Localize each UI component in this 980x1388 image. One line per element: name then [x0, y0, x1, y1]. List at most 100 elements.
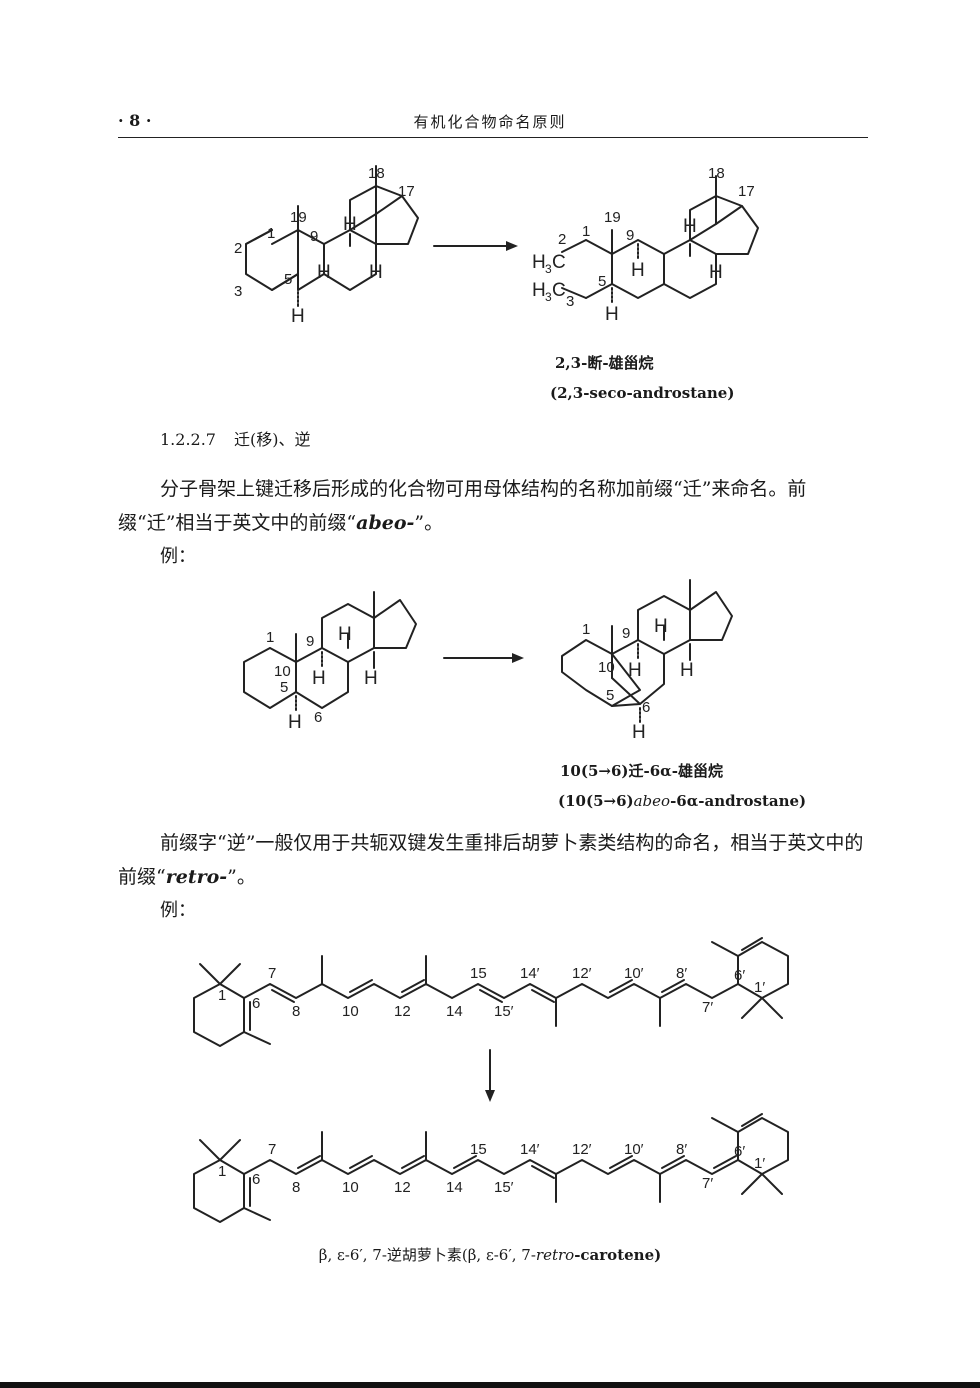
atom-label-6: 6	[252, 1171, 260, 1188]
atom-label-12-prime: 12′	[572, 965, 592, 982]
figure2-caption-en: (10(5→6)abeo-6α-androstane)	[558, 792, 807, 810]
atom-label-14-prime: 14′	[520, 965, 540, 982]
hydrogen-label: H	[343, 214, 357, 235]
atom-label-10-prime: 10′	[624, 965, 644, 982]
abeo-androstane-structure: 1 9 10 5 6 H H H H	[561, 579, 733, 743]
atom-label-8: 8	[292, 1179, 300, 1196]
figure1-caption-cn: 2,3-断-雄甾烷	[555, 354, 654, 372]
hydrogen-label: H	[288, 712, 302, 733]
figure1-caption-en: (2,3-seco-androstane)	[550, 384, 735, 402]
reaction-arrow	[433, 241, 518, 251]
hydrogen-label: H	[709, 262, 723, 283]
hydrogen-label: H	[369, 262, 383, 283]
atom-label-14: 14	[446, 1179, 463, 1196]
atom-label-15: 15	[470, 965, 487, 982]
atom-label-1: 1	[218, 987, 226, 1004]
atom-label-6: 6	[314, 709, 322, 726]
beta-epsilon-carotene-structure: 1 6 7 8 10 12 14 15 15′ 14′ 12′ 10′ 8′ 7…	[193, 937, 789, 1047]
atom-label-7-prime: 7′	[702, 999, 713, 1016]
figure3-caption: β, ε-6′, 7-逆胡萝卜素(β, ε-6′, 7-retro-carote…	[318, 1246, 662, 1264]
running-title: 有机化合物命名原则	[413, 113, 567, 131]
atom-label-15-prime: 15′	[494, 1179, 514, 1196]
atom-label-10: 10	[342, 1179, 359, 1196]
atom-label-9: 9	[622, 625, 630, 642]
atom-label-1-prime: 1′	[754, 1155, 765, 1172]
hydrogen-label: H	[631, 260, 645, 281]
hydrogen-label: H	[338, 624, 352, 645]
atom-label-17: 17	[398, 183, 415, 200]
atom-label-18: 18	[708, 165, 725, 182]
methyl-c-label: C	[552, 280, 566, 301]
section-heading: 1.2.2.7 迁(移)、逆	[160, 426, 310, 450]
figure2-caption-cn: 10(5→6)迁-6α-雄甾烷	[560, 762, 723, 780]
androstane-structure: 18 17 19 1 9 2 3 5 H H H H	[234, 165, 419, 327]
hydrogen-label: H	[680, 660, 694, 681]
atom-label-8-prime: 8′	[676, 1141, 687, 1158]
atom-label-10: 10	[598, 659, 615, 676]
atom-label-6-prime: 6′	[734, 1143, 745, 1160]
example-label: 例：	[160, 900, 196, 921]
atom-label-7-prime: 7′	[702, 1175, 713, 1192]
bottom-border	[0, 1382, 980, 1388]
atom-label-12-prime: 12′	[572, 1141, 592, 1158]
atom-label-1: 1	[266, 629, 274, 646]
androstane-structure: 1 9 10 5 6 H H H H	[243, 591, 417, 733]
atom-label-12: 12	[394, 1003, 411, 1020]
atom-label-10-prime: 10′	[624, 1141, 644, 1158]
atom-label-3: 3	[234, 283, 242, 300]
header-rule	[118, 137, 868, 138]
figure-abeo-rearrangement: 1 9 10 5 6 H H H H 1 9 10 5 6 H H H H	[243, 579, 733, 743]
atom-label-19: 19	[604, 209, 621, 226]
term-retro: retro-	[165, 866, 228, 888]
methyl-c-label: C	[552, 252, 566, 273]
hydrogen-label: H	[654, 616, 668, 637]
example-label: 例：	[160, 546, 196, 567]
atom-label-5: 5	[284, 271, 292, 288]
atom-label-12: 12	[394, 1179, 411, 1196]
hydrogen-label: H	[317, 262, 331, 283]
section-number: 1.2.2.7	[160, 430, 216, 449]
paragraph-abeo: 分子骨架上键迁移后形成的化合物可用母体结构的名称加前缀“迁”来命名。前缀“迁”相…	[118, 478, 807, 534]
hydrogen-label: H	[628, 660, 642, 681]
atom-label-19: 19	[290, 209, 307, 226]
atom-label-6: 6	[252, 995, 260, 1012]
atom-label-9: 9	[310, 228, 318, 245]
atom-label-2: 2	[558, 231, 566, 248]
term-retro: retro	[535, 1246, 575, 1264]
atom-label-1: 1	[582, 621, 590, 638]
seco-androstane-structure: 18 17 19 1 9 2 5 3 H 3 C H 3 C H H H H	[532, 165, 759, 325]
atom-label-9: 9	[306, 633, 314, 650]
methyl-h3-label: H	[532, 280, 546, 301]
atom-label-14-prime: 14′	[520, 1141, 540, 1158]
atom-label-10: 10	[342, 1003, 359, 1020]
hydrogen-label: H	[291, 306, 305, 327]
hydrogen-label: H	[605, 304, 619, 325]
hydrogen-label: H	[364, 668, 378, 689]
reaction-arrow	[443, 653, 524, 663]
atom-label-3: 3	[566, 293, 574, 310]
atom-label-17: 17	[738, 183, 755, 200]
atom-label-14: 14	[446, 1003, 463, 1020]
term-abeo: abeo	[633, 792, 671, 810]
atom-label-6: 6	[642, 699, 650, 716]
atom-label-9: 9	[626, 227, 634, 244]
down-arrow	[485, 1049, 495, 1102]
hydrogen-label: H	[683, 216, 697, 237]
section-title: 迁(移)、逆	[233, 430, 311, 449]
atom-label-1: 1	[582, 223, 590, 240]
figure-carotene-retro: 1 6 7 8 10 12 14 15 15′ 14′ 12′ 10′ 8′ 7…	[193, 937, 789, 1223]
atom-label-5: 5	[280, 679, 288, 696]
term-abeo: abeo-	[356, 512, 415, 534]
atom-label-8-prime: 8′	[676, 965, 687, 982]
atom-label-15: 15	[470, 1141, 487, 1158]
paragraph-retro: 前缀字“逆”一般仅用于共轭双键发生重排后胡萝卜素类结构的命名，相当于英文中的前缀…	[118, 832, 864, 888]
atom-label-7: 7	[268, 965, 276, 982]
methyl-h3-label: H	[532, 252, 546, 273]
hydrogen-label: H	[632, 722, 646, 743]
atom-label-1-prime: 1′	[754, 979, 765, 996]
hydrogen-label: H	[312, 668, 326, 689]
svg-text:3: 3	[545, 262, 552, 276]
retro-carotene-structure: 1 6 7 8 10 12 14 15 15′ 14′ 12′ 10′ 8′ 7…	[193, 1113, 789, 1223]
atom-label-6-prime: 6′	[734, 967, 745, 984]
atom-label-7: 7	[268, 1141, 276, 1158]
